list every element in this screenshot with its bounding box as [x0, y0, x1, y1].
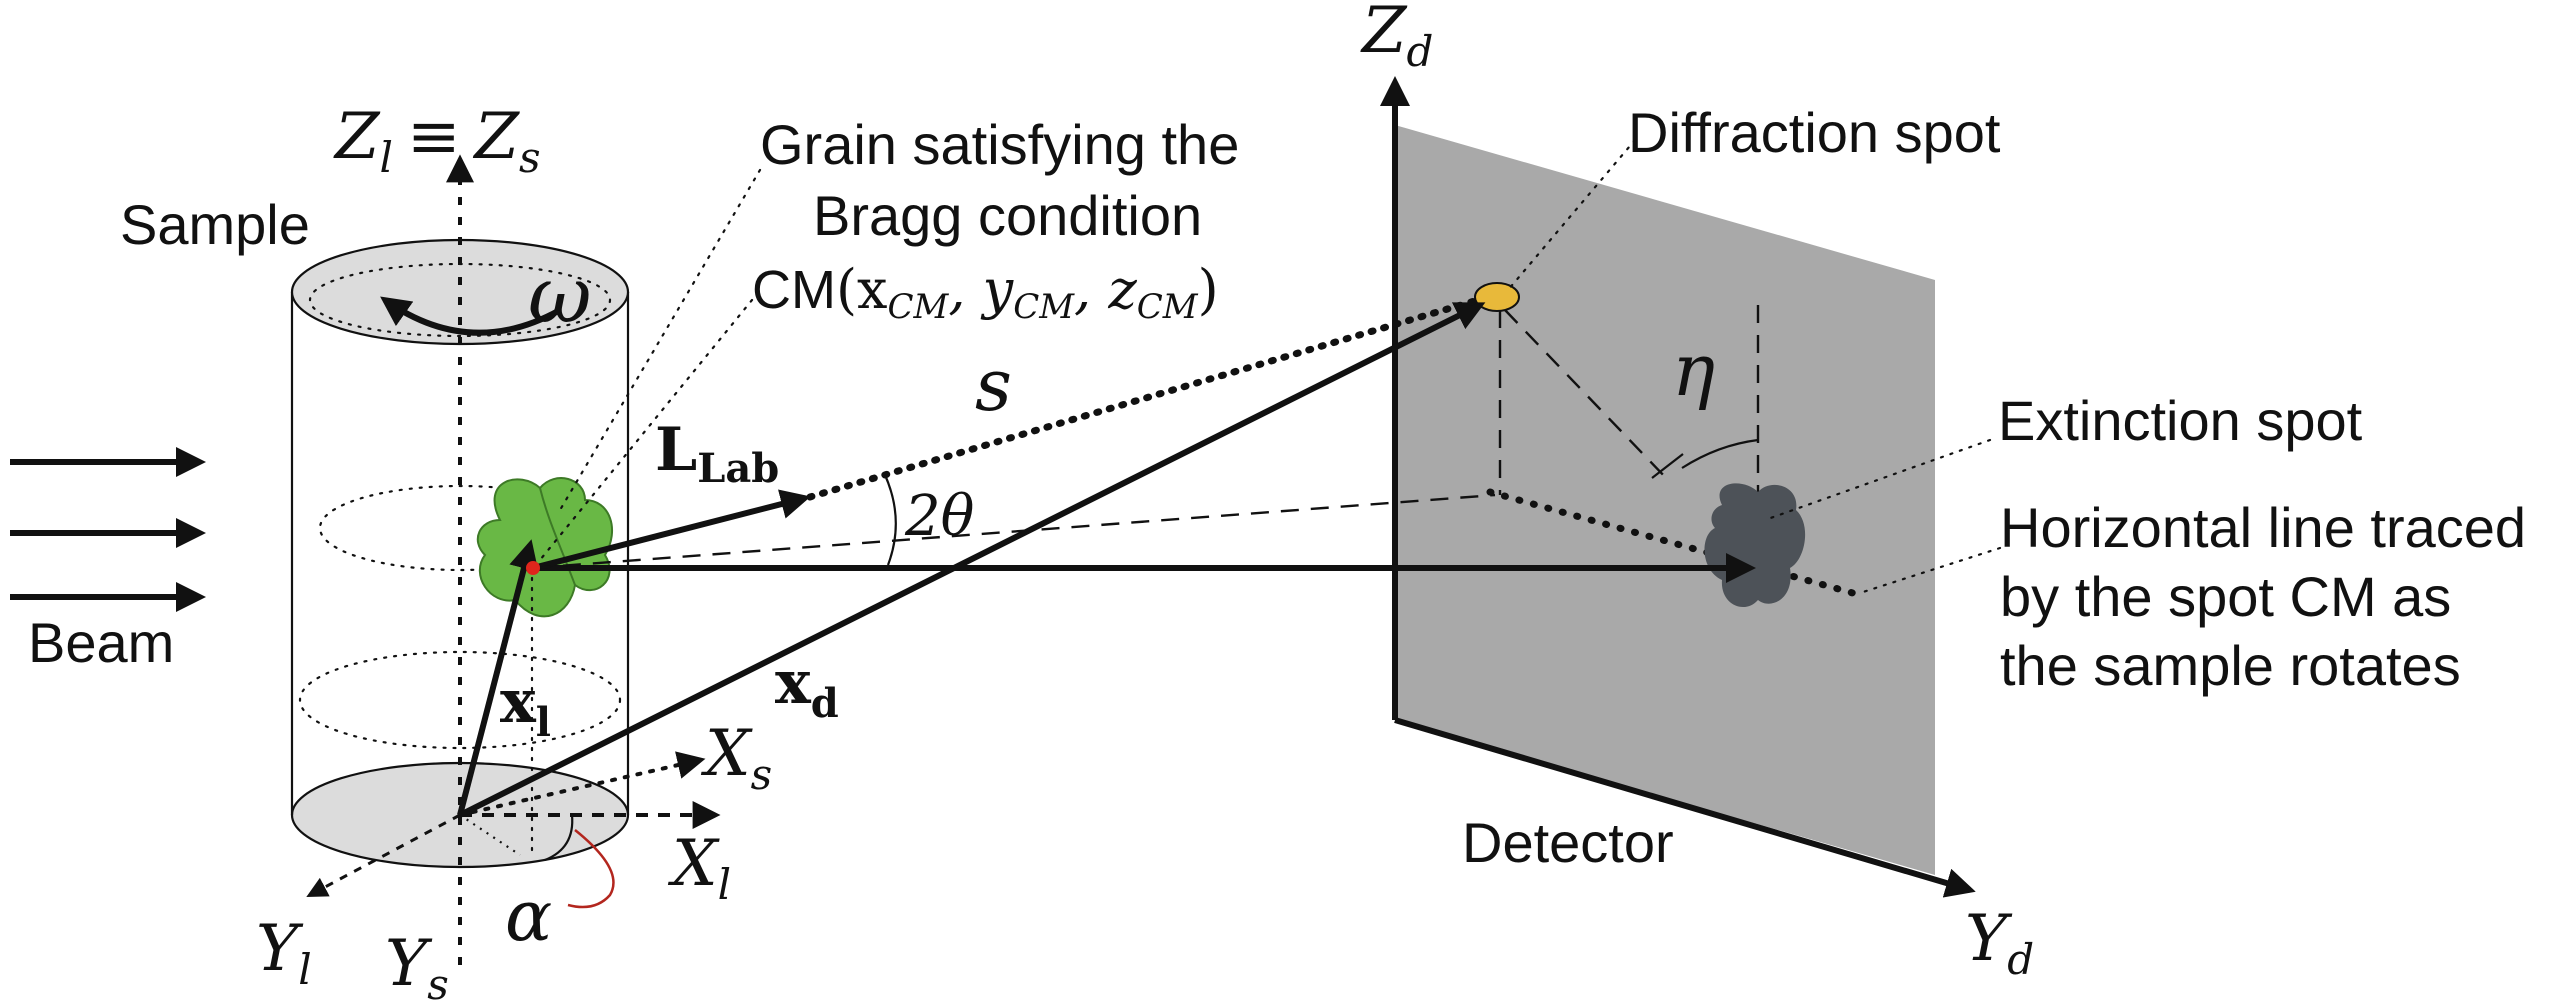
horizontal-trace-leader — [1858, 546, 2002, 595]
equiv-symbol: ≡ — [407, 100, 461, 174]
grain-leader-2 — [538, 298, 754, 562]
horizontal-trace-label-line1: Horizontal line traced — [2000, 496, 2526, 559]
leader-lines — [538, 138, 2002, 595]
z-s-subscript: s — [519, 133, 541, 182]
cm-prefix: CM — [752, 260, 836, 320]
x-s-axis-label: Xs — [700, 717, 772, 799]
x-l-subscript: l — [718, 860, 731, 909]
x-s-subscript: s — [751, 750, 773, 799]
z-d-symbol: Z — [1360, 0, 1408, 68]
beam-label: Beam — [28, 611, 174, 674]
x-d-vector — [458, 302, 1486, 818]
eta-label: η — [1672, 328, 1715, 412]
y-s-subscript: s — [427, 960, 449, 1007]
l-lab-label: LLab — [655, 415, 779, 492]
l-lab-symbol: L — [655, 415, 697, 485]
cylinder-mid-ellipse-lower — [298, 650, 622, 750]
detector-group — [1380, 76, 1976, 898]
z-d-axis-label: Zd — [1360, 0, 1433, 76]
y-s-axis-label: Ys — [385, 927, 449, 1007]
detector-label: Detector — [1462, 811, 1674, 874]
z-l-equiv-z-s-label: Zl≡Zs — [333, 100, 541, 182]
projection-dash — [532, 493, 1496, 570]
extinction-leader — [1763, 438, 1992, 522]
extinction-spot-label: Extinction spot — [1998, 389, 2363, 452]
horizontal-trace-line — [1486, 488, 1864, 599]
grain-label-line2: Bragg condition — [813, 184, 1202, 247]
horizontal-trace-label-line2: by the spot CM as — [2000, 565, 2451, 628]
cm-y: , y — [948, 258, 1014, 321]
z-l-subscript: l — [379, 133, 392, 182]
l-lab-subscript: Lab — [697, 445, 779, 492]
detector-plane — [1395, 125, 1935, 875]
alpha-label: α — [505, 875, 552, 957]
horizontal-trace-label-line3: the sample rotates — [2000, 634, 2461, 697]
two-theta-label: 2θ — [904, 484, 974, 549]
y-l-symbol: Y — [256, 912, 304, 986]
z-d-subscript: d — [1406, 27, 1433, 76]
y-s-symbol: Y — [385, 927, 433, 1001]
alpha-arc-inner — [544, 814, 574, 862]
x-l-symbol: X — [667, 827, 720, 901]
x-l-vector-subscript: l — [536, 699, 551, 746]
cm-close: ) — [1198, 258, 1219, 321]
diffraction-spot-label: Diffraction spot — [1628, 101, 2001, 164]
s-label: s — [975, 343, 1012, 427]
x-l-axis-label: Xl — [667, 827, 731, 909]
x-d-vector-subscript: d — [811, 680, 839, 727]
grain-lobe-line — [539, 487, 576, 586]
grain-label-line1: Grain satisfying the — [760, 113, 1239, 176]
cm-coordinates-label: CM(xCM, yCM, zCM) — [752, 258, 1219, 327]
x-s-axis — [458, 751, 706, 817]
sample-frame — [306, 566, 721, 909]
y-d-axis-label: Yd — [1965, 902, 2034, 984]
y-l-axis-label: Yl — [256, 912, 312, 994]
cm-x-sub: CM — [888, 287, 950, 327]
two-theta-arc — [883, 474, 897, 566]
rotation-arrow — [380, 296, 562, 336]
cm-y-sub: CM — [1013, 287, 1075, 327]
y-d-subscript: d — [2007, 935, 2034, 984]
x-d-vector-label: xd — [775, 648, 839, 727]
y-d-axis — [1394, 717, 1976, 898]
grain-cm-point — [526, 561, 540, 575]
eta-arc — [1681, 438, 1759, 469]
diffraction-leader — [1506, 138, 1637, 292]
diffraction-spot — [1474, 282, 1520, 312]
y-l-axis — [306, 813, 461, 897]
eta-dash — [1504, 309, 1669, 481]
s-diffracted-ray — [806, 296, 1482, 501]
omega-label: ω — [528, 251, 592, 341]
beam-arrows — [10, 447, 206, 612]
x-s-symbol: X — [700, 717, 753, 791]
eta-tick — [1651, 453, 1684, 479]
z-l-symbol: Z — [333, 100, 381, 174]
sample-label: Sample — [120, 193, 310, 256]
grain — [476, 477, 614, 618]
cm-open: (x — [836, 258, 888, 321]
x-l-vector — [457, 539, 539, 816]
x-d-vector-symbol: x — [775, 648, 812, 718]
y-d-symbol: Y — [1965, 902, 2013, 976]
cm-z-sub: CM — [1137, 287, 1199, 327]
alpha-arc — [567, 829, 615, 909]
z-s-symbol: Z — [473, 100, 521, 174]
cm-z: , z — [1074, 258, 1137, 321]
l-lab-vector — [532, 489, 811, 571]
x-l-vector-label: xl — [500, 667, 551, 746]
x-l-vector-symbol: x — [500, 667, 537, 737]
y-l-subscript: l — [298, 945, 311, 994]
